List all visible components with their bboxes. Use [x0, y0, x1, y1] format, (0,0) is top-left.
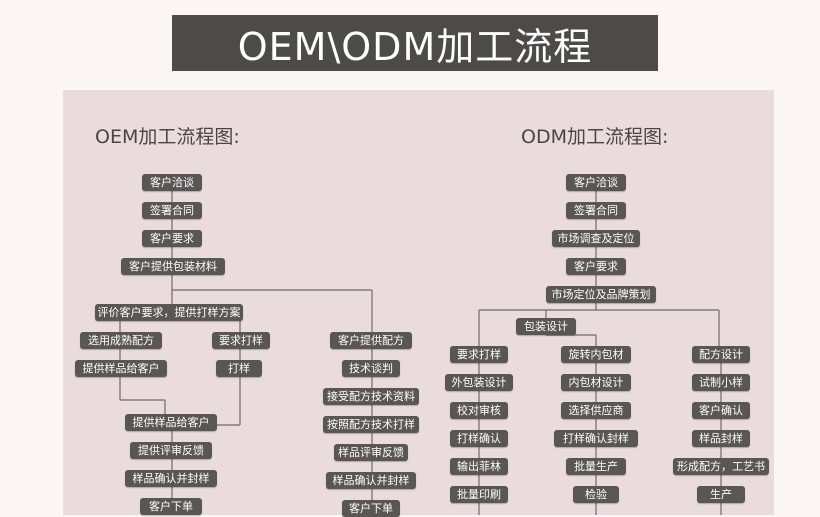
oem-node-formula-sampling: 按照配方技术打样 — [323, 416, 419, 433]
oem-node-provide-sample-a: 提供样品给客户 — [75, 360, 167, 377]
odm-node-production: 生产 — [697, 486, 745, 503]
odm-node-mass-production: 批量生产 — [566, 458, 626, 475]
odm-node-sign-contract: 签署合同 — [566, 202, 626, 219]
oem-node-packaging-material: 客户提供包装材料 — [121, 258, 225, 275]
odm-node-formula-process: 形成配方，工艺书 — [673, 458, 769, 475]
title-banner: OEM\ODM加工流程 — [172, 15, 658, 71]
odm-node-customer-confirm: 客户确认 — [692, 402, 750, 419]
oem-node-customer-requirement: 客户要求 — [142, 230, 202, 247]
odm-node-batch-print: 批量印刷 — [450, 486, 508, 503]
odm-node-customer-requirement: 客户要求 — [566, 258, 626, 275]
oem-node-customer-formula: 客户提供配方 — [330, 332, 412, 349]
odm-node-inner-material: 旋转内包材 — [561, 346, 631, 363]
odm-node-customer-negotiation: 客户洽谈 — [566, 174, 626, 191]
odm-node-output-film: 输出菲林 — [450, 458, 508, 475]
oem-node-evaluate-requirement: 评价客户要求，提供打样方案 — [95, 304, 243, 321]
oem-heading: OEM加工流程图: — [95, 126, 240, 148]
oem-node-sign-contract: 签署合同 — [142, 202, 202, 219]
odm-heading: ODM加工流程图: — [521, 126, 669, 148]
odm-node-market-research: 市场调查及定位 — [552, 230, 640, 247]
odm-node-request-sampling: 要求打样 — [450, 346, 508, 363]
odm-node-packaging-design: 包装设计 — [516, 318, 576, 335]
odm-node-formula-design: 配方设计 — [692, 346, 750, 363]
odm-node-inner-design: 内包材设计 — [561, 374, 631, 391]
oem-node-provide-sample-b: 提供样品给客户 — [125, 414, 217, 431]
oem-node-customer-negotiation: 客户洽谈 — [142, 174, 202, 191]
oem-node-sampling: 打样 — [216, 360, 262, 377]
oem-node-sample-confirm-r: 样品确认并封样 — [326, 472, 416, 489]
odm-node-sample-seal-c: 样品封样 — [692, 430, 750, 447]
odm-node-brand-planning: 市场定位及品牌策划 — [546, 286, 656, 303]
oem-node-request-sampling: 要求打样 — [212, 332, 270, 349]
oem-node-tech-negotiation: 技术谈判 — [342, 360, 400, 377]
oem-node-accept-tech-data: 接受配方技术资料 — [323, 388, 419, 405]
oem-node-mature-formula: 选用成熟配方 — [80, 332, 162, 349]
odm-node-sample-seal: 打样确认封样 — [554, 430, 638, 447]
odm-node-proofread: 校对审核 — [450, 402, 508, 419]
oem-node-customer-order: 客户下单 — [140, 498, 202, 515]
odm-node-choose-supplier: 选择供应商 — [561, 402, 631, 419]
oem-node-sample-confirm: 样品确认并封样 — [125, 470, 217, 487]
odm-node-sample-confirm-a: 打样确认 — [450, 430, 508, 447]
odm-node-inspection: 检验 — [573, 486, 619, 503]
odm-node-outer-package-design: 外包装设计 — [445, 374, 513, 391]
oem-node-review-feedback: 提供评审反馈 — [130, 442, 212, 459]
page-title: OEM\ODM加工流程 — [237, 24, 593, 69]
odm-node-trial-sample: 试制小样 — [692, 374, 750, 391]
oem-node-customer-order-r: 客户下单 — [342, 500, 400, 517]
oem-node-sample-review: 样品评审反馈 — [334, 444, 408, 461]
